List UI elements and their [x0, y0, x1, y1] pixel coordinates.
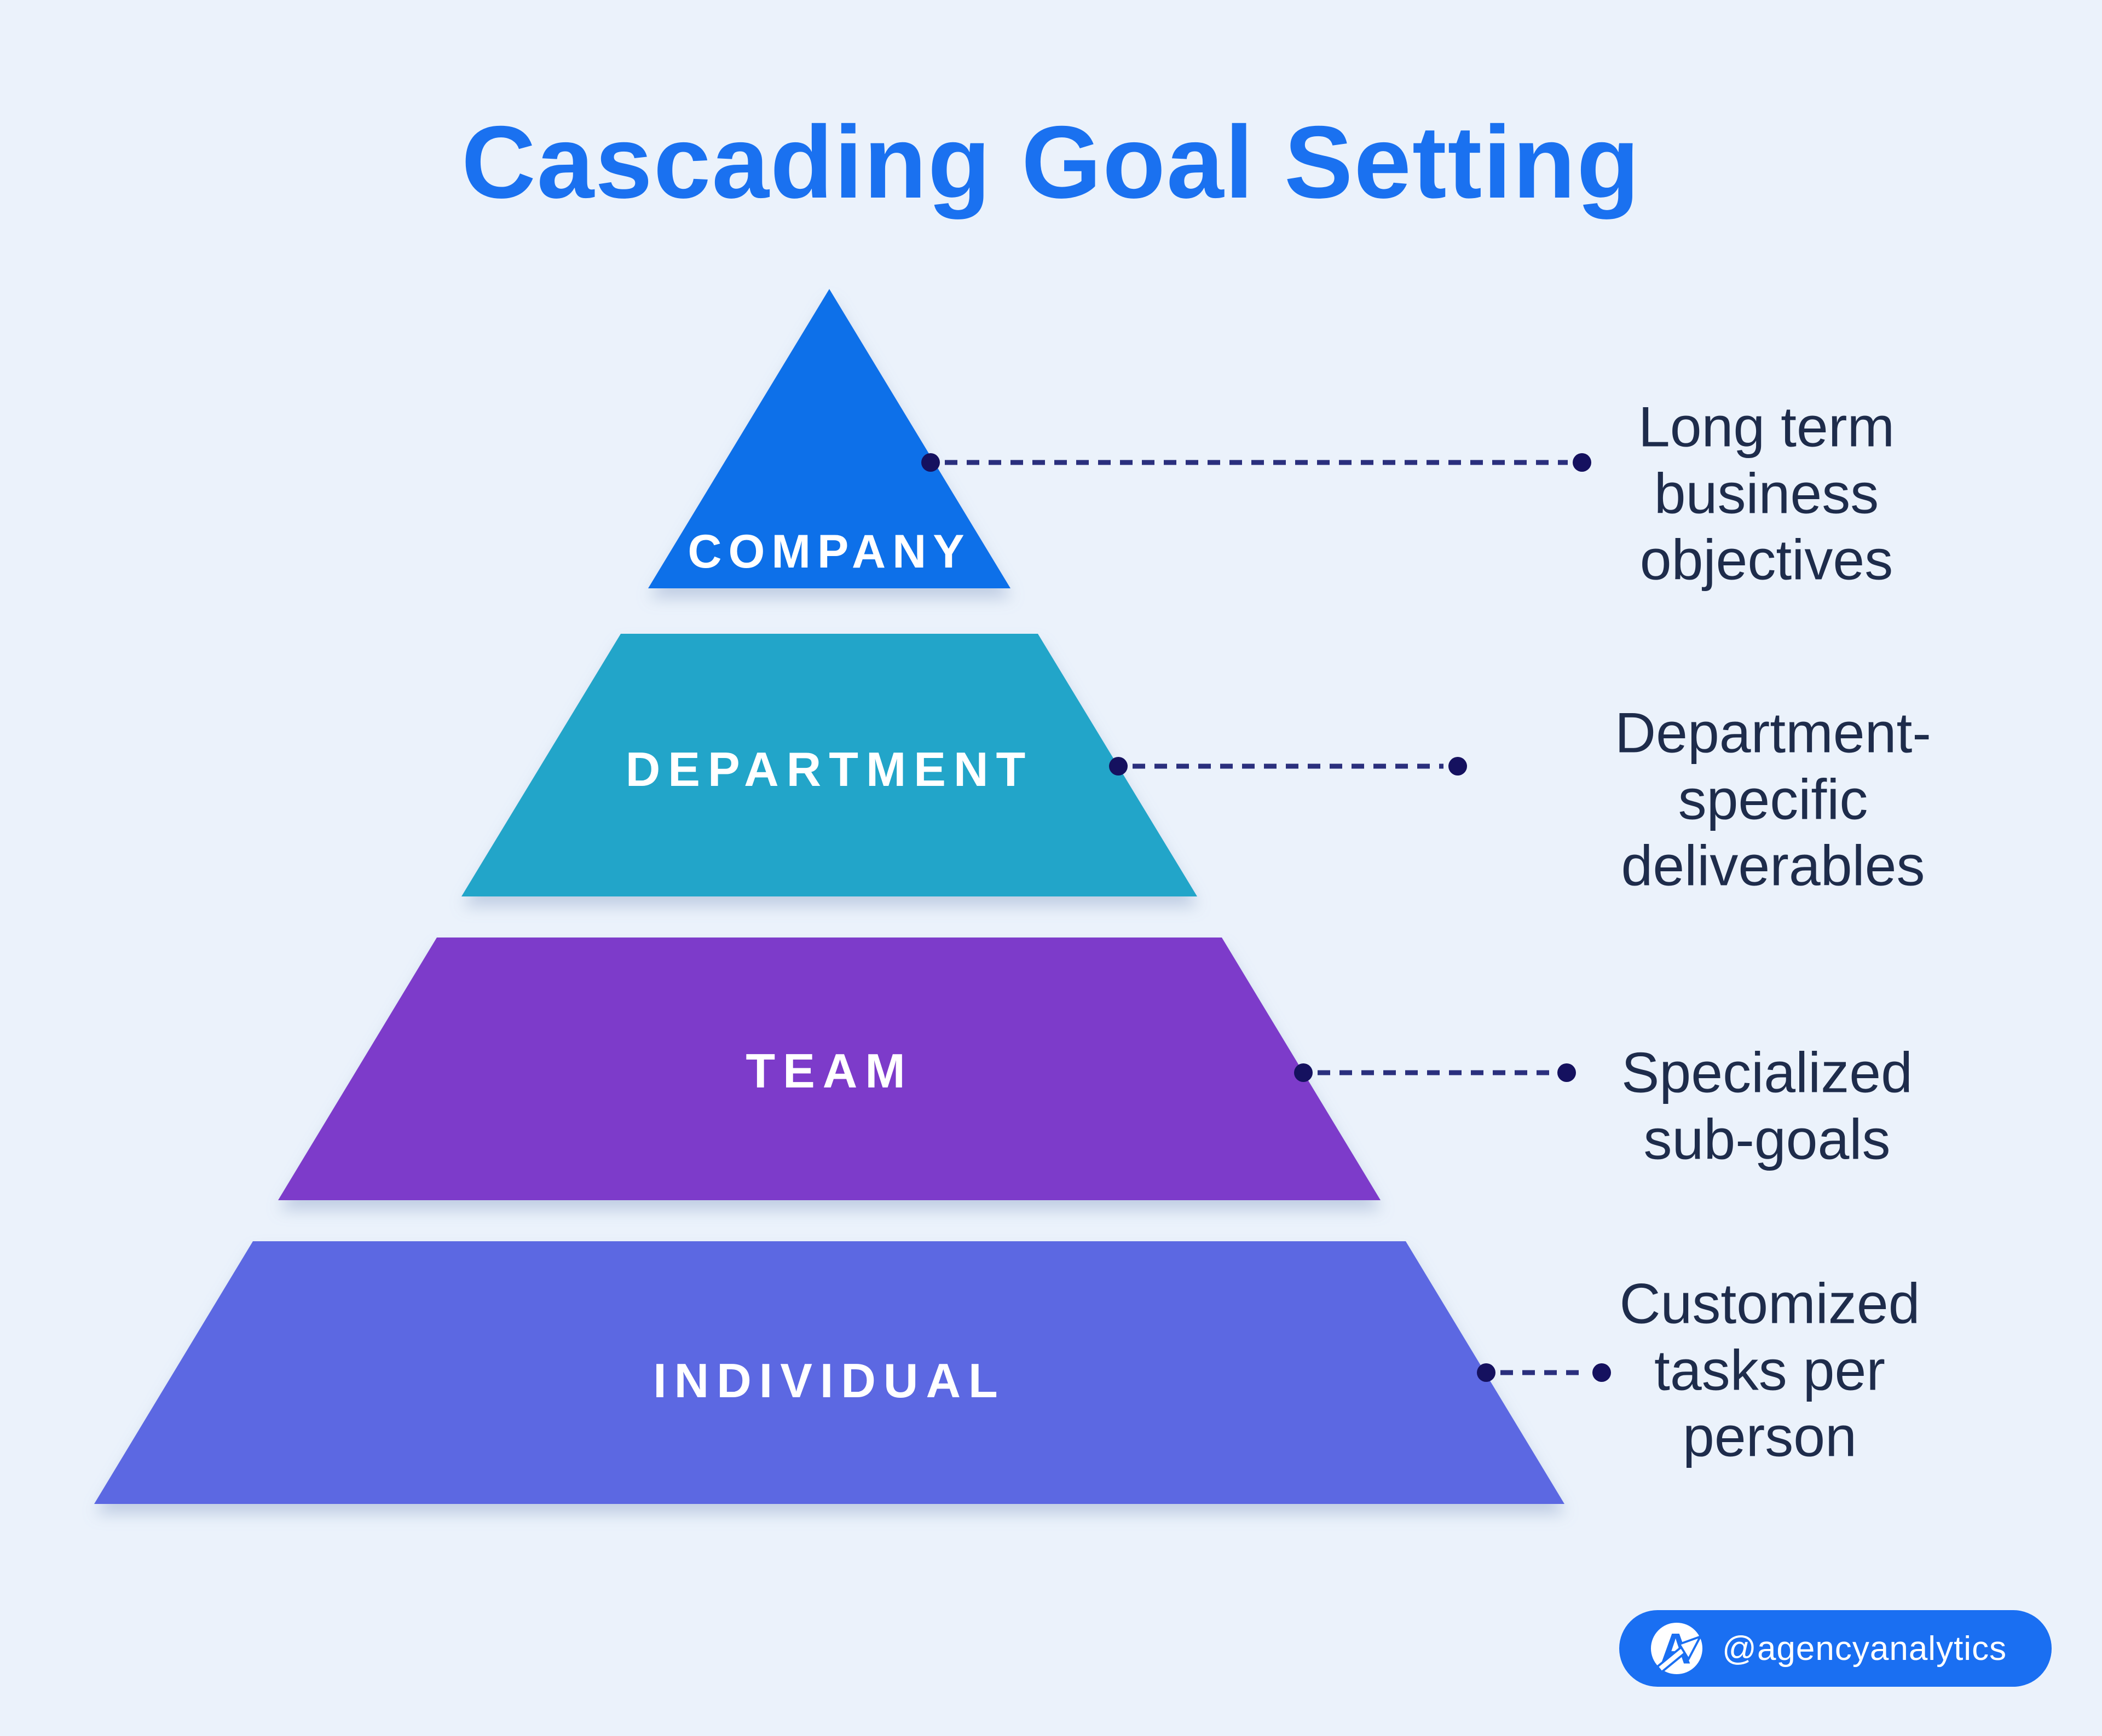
pyramid-label-individual: INDIVIDUAL: [653, 1353, 1006, 1408]
pyramid-level-individual: INDIVIDUAL: [94, 1241, 1564, 1504]
pyramid-shape-company: [648, 289, 1010, 588]
social-badge[interactable]: A @agencyanalytics: [1619, 1610, 2052, 1687]
logo-arrow-head: [1678, 1635, 1702, 1660]
badge-handle: @agencyanalytics: [1722, 1629, 2007, 1668]
connector-start-dot: [1477, 1363, 1495, 1382]
connector-end-dot: [1573, 453, 1591, 472]
connector-start-dot: [1109, 757, 1128, 776]
connector-end-dot: [1448, 757, 1467, 776]
pyramid-shape-team: [278, 938, 1381, 1200]
connector-start-dot: [1294, 1063, 1313, 1082]
connector-start-dot: [921, 453, 940, 472]
pyramid-shape-department: [461, 634, 1197, 896]
connector-individual: [1477, 1363, 1611, 1382]
agencyanalytics-logo-icon: A: [1650, 1622, 1703, 1675]
pyramid-level-team: TEAM: [278, 938, 1381, 1200]
pyramid-shape-individual: [94, 1241, 1564, 1504]
connector-department: [1109, 757, 1467, 776]
page-title: Cascading Goal Setting: [461, 105, 1641, 219]
pyramid-label-department: DEPARTMENT: [626, 742, 1033, 796]
pyramid-label-team: TEAM: [746, 1044, 913, 1098]
annotation-team: Specialized sub-goals: [1621, 1041, 1913, 1171]
pyramid-label-company: COMPANY: [688, 525, 971, 578]
annotation-company: Long term business objectives: [1638, 395, 1895, 592]
connector-end-dot: [1592, 1363, 1611, 1382]
connector-company: [921, 453, 1591, 472]
pyramid-level-company: COMPANY: [648, 289, 1010, 588]
connector-team: [1294, 1063, 1576, 1082]
annotation-department: Department-specific deliverables: [1615, 701, 1931, 898]
annotation-individual: Customized tasks per person: [1619, 1272, 1920, 1469]
pyramid-level-department: DEPARTMENT: [461, 634, 1197, 896]
connector-end-dot: [1557, 1063, 1576, 1082]
